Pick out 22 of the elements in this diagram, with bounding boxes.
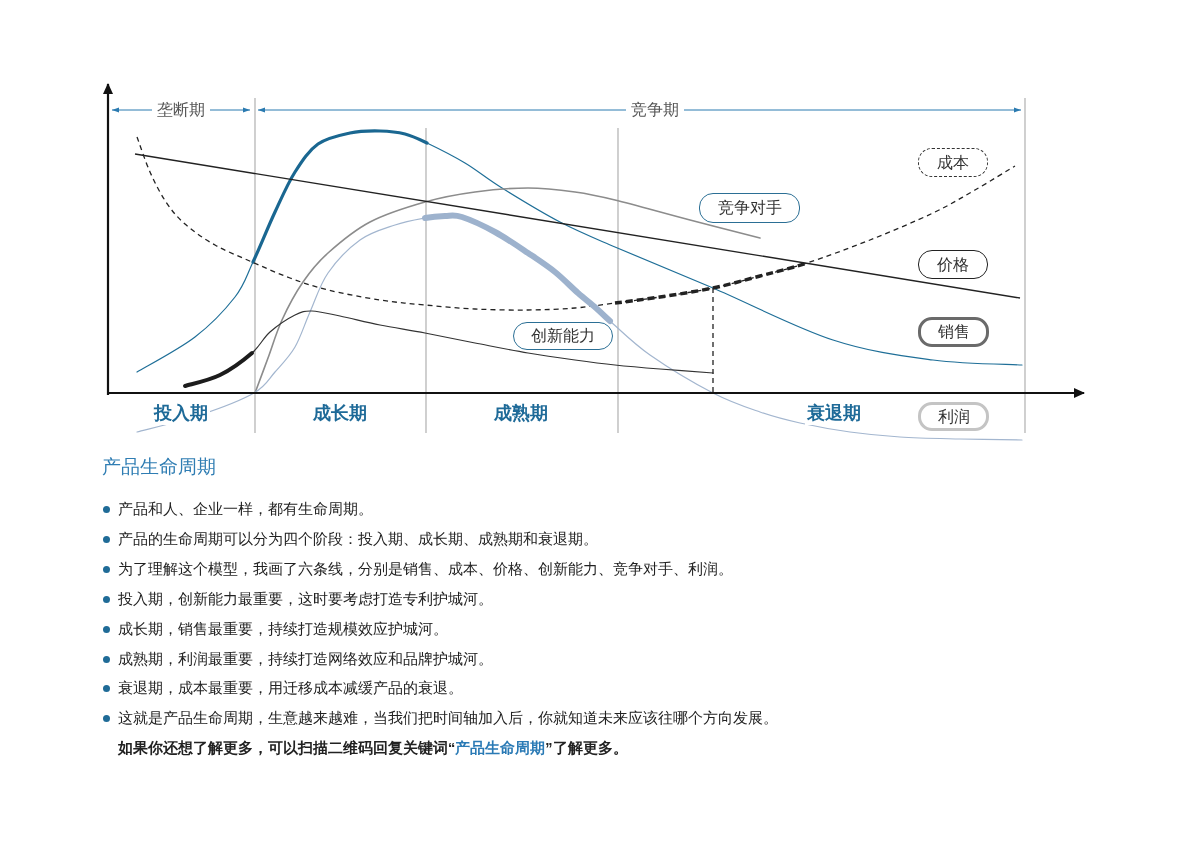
label-box: 成本	[918, 148, 988, 177]
list-text: 成熟期，利润最重要，持续打造网络效应和品牌护城河。	[118, 650, 493, 669]
phase-label: 衰退期	[805, 403, 863, 425]
list-text: 衰退期，成本最重要，用迁移成本减缓产品的衰退。	[118, 680, 463, 699]
label-box: 创新能力	[513, 322, 613, 350]
list-text: 为了理解这个模型，我画了六条线，分别是销售、成本、价格、创新能力、竞争对手、利润。	[118, 561, 733, 579]
label-box: 竞争对手	[699, 193, 800, 223]
list-text: 这就是产品生命周期，生意越来越难，当我们把时间轴加入后，你就知道未来应该往哪个方向发展。	[118, 710, 778, 728]
list-text: 投入期，创新能力最重要，这时要考虑打造专利护城河。	[118, 591, 493, 609]
list-text: 成长期，销售最重要，持续打造规模效应护城河。	[118, 620, 448, 639]
list-text: 产品和人、企业一样，都有生命周期。	[118, 501, 373, 519]
label-box: 利润	[918, 402, 989, 431]
note-text: 如果你还想了解更多，可以扫描二维码回复关键词“产品生命周期”了解更多。	[118, 740, 628, 758]
phase-label: 成熟期	[492, 403, 550, 425]
list-text: 产品的生命周期可以分为四个阶段：投入期、成长期、成熟期和衰退期。	[118, 531, 598, 549]
period-label: 垄断期	[152, 100, 210, 120]
period-label: 竞争期	[626, 100, 684, 120]
label-box: 价格	[918, 250, 988, 279]
label-box: 销售	[918, 317, 989, 347]
phase-label: 投入期	[152, 403, 210, 425]
heading: 产品生命周期	[102, 456, 216, 479]
phase-label: 成长期	[311, 403, 369, 425]
